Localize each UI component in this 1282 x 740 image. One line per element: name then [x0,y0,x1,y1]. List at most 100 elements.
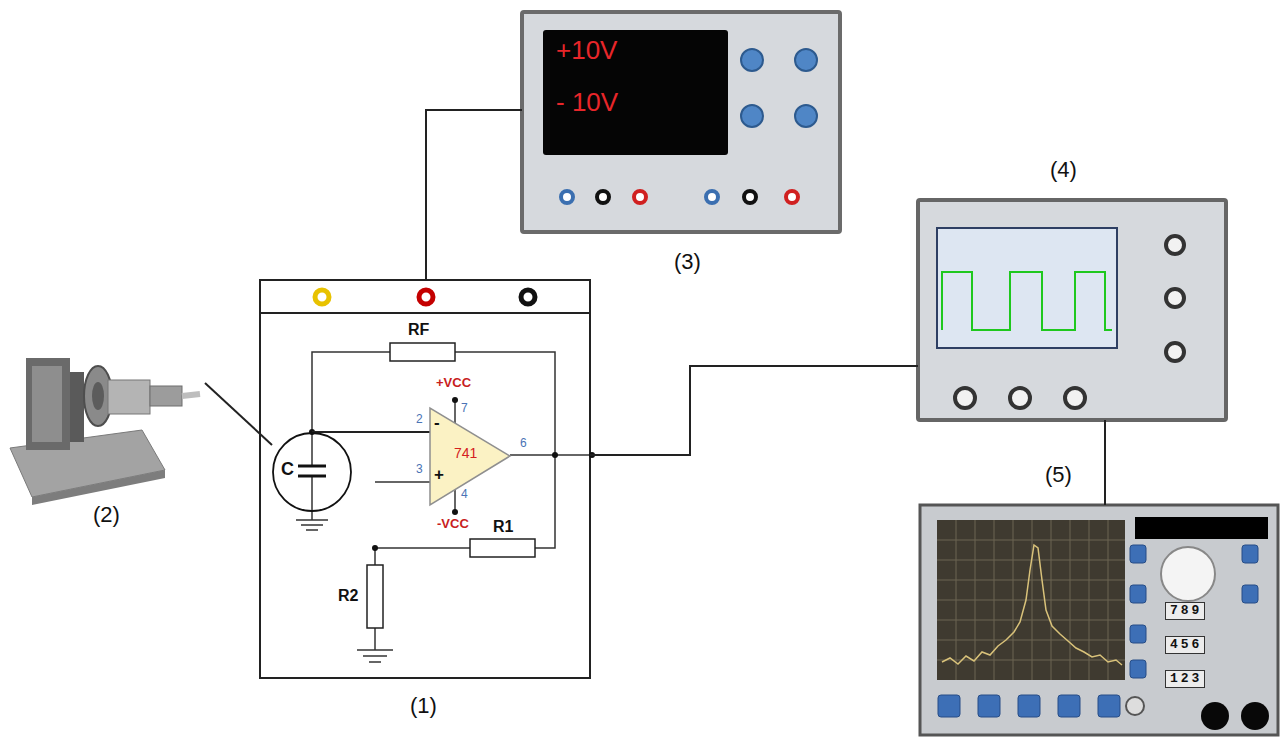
sensor-device [32,366,62,442]
scope-knob [1010,388,1030,408]
analyzer-grid [937,520,1125,680]
supply-terminal [744,191,756,203]
sensor-device [108,380,150,414]
analyzer-button [938,695,960,717]
analyzer-knob [1126,697,1144,715]
analyzer-button [1098,695,1120,717]
oscilloscope-body [918,200,1226,420]
sensor-device [182,394,200,396]
callout-number: (3) [674,250,701,274]
scope-knob [1166,289,1184,307]
ground-symbol [306,529,318,531]
square-wave [942,272,1112,330]
pin-number: 2 [416,413,423,426]
analyzer-dial [1201,702,1229,730]
circuit-wire [311,476,313,520]
sensor-device [26,358,70,450]
analyzer-display-bar [1135,517,1268,539]
junction-dot [452,509,458,515]
ground-symbol [296,519,328,521]
supply-terminal [561,191,573,203]
callout-number: (1) [410,694,437,718]
sensor-device [92,382,104,410]
analyzer-button [1242,585,1258,603]
power-supply: +10V- 10V(3) [522,12,840,232]
pin-number: 6 [520,437,527,450]
analyzer-button [1018,695,1040,717]
signal-wire [205,383,272,445]
circuit-wire [312,352,390,432]
sensor-device [10,358,200,505]
junction-dot [372,545,378,551]
junction-dot [309,397,595,551]
ground-symbol [369,661,381,663]
resistor-symbol [390,343,455,361]
supply-knob [741,49,817,127]
voltage-readout: +10V [556,36,617,65]
analyzer-button [1130,585,1146,603]
sensor-device [32,470,165,505]
circuit-wire [375,481,430,483]
resistor-symbol [367,565,383,628]
supply-terminal [786,191,798,203]
circuit-wire [510,454,592,456]
callout-number: (2) [93,503,120,527]
supply-pin-name: +VCC [436,376,471,390]
keypad-key: 456 [1165,636,1205,654]
capacitor-plate [298,475,326,478]
resistor-symbol [470,539,535,557]
analyzer-grid [937,640,1125,641]
analyzer-knob [1161,547,1215,601]
junction-dot [452,397,458,403]
analyzer-grid [937,580,1125,581]
supply-knob [741,105,763,127]
analyzer-grid [937,600,1125,601]
circuit-wire [374,628,376,650]
power-supply-body [543,30,728,155]
circuit-board [260,280,590,678]
supply-knob [741,49,763,71]
circuit-wire [312,352,592,650]
analyzer-grid [937,620,1125,621]
signal-wire [426,110,522,280]
supply-knob [795,105,817,127]
analyzer-button [1130,545,1146,563]
circuit-wire [455,352,555,548]
analyzer-grid [937,540,1125,541]
scope-knob [955,388,975,408]
analyzer-button [978,695,1000,717]
scope-knob [1065,388,1085,408]
analyzer-dial [1201,702,1269,730]
pin-sign: - [434,414,440,433]
junction-dot [552,452,558,458]
circuit-wire [454,490,456,512]
sensor: (2) [5,345,205,500]
sensor-device [150,386,182,406]
spectrum-analyzer: (5)789456123 [920,505,1278,735]
circuit-wire [311,432,313,466]
supply-knob [795,49,817,71]
supply-pin-name: -VCC [437,517,469,531]
part-name: 741 [454,446,477,461]
supply-terminal [634,191,646,203]
keypad-key: 123 [1165,670,1205,688]
analyzer-body [920,505,1278,735]
analyzer-button [1130,625,1146,643]
board-terminal [419,290,433,304]
circuit-board [260,312,590,314]
analyzer-button [1058,695,1080,717]
supply-terminal [597,191,609,203]
analyzer-body [937,520,1125,680]
oscilloscope-body [918,200,1226,420]
resistor-symbol [367,343,535,628]
part-name: C [281,460,294,480]
ground-symbol [363,655,387,657]
ground-symbol [357,649,393,651]
scope-knob [955,236,1184,408]
scope-knob [1166,236,1184,254]
resistor-name: RF [408,321,429,339]
ground-symbol [301,524,323,526]
